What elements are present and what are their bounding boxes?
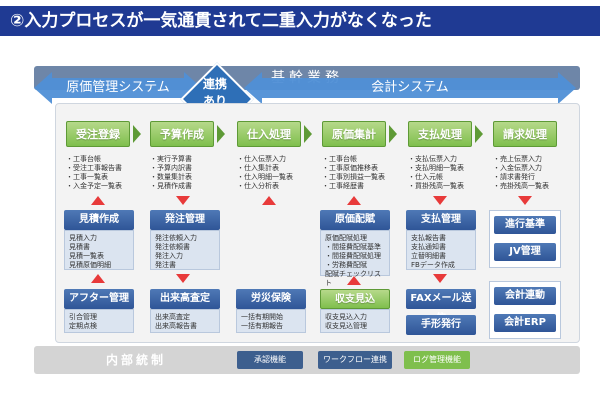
- flow-arrow-icon: [304, 125, 312, 143]
- module-cost-allocation-list: 原価配賦処理・間接費配賦基準・間接費配賦処理・労務費配賦配賦チェックリスト: [320, 230, 390, 287]
- module-labor-insurance-list: 一括有期開始一括有期報告: [236, 309, 306, 333]
- up-arrow-icon: [347, 196, 361, 205]
- process-payment: 支払処理: [408, 121, 472, 147]
- process-list: ・仕入伝票入力・仕入集計表・仕入明細一覧表・仕入分析表: [237, 155, 293, 190]
- module-profit-forecast-list: 収支見込入力収支見込管理: [320, 309, 390, 333]
- process-list: ・工事台帳・工事原価推移表・工事別損益一覧表・工事経歴書: [322, 155, 385, 190]
- module-accounting-erp: 会計ERP: [494, 314, 556, 332]
- process-billing: 請求処理: [493, 121, 557, 147]
- down-arrow-icon: [176, 196, 190, 205]
- process-budget: 予算作成: [150, 121, 214, 147]
- flow-arrow-icon: [389, 125, 397, 143]
- internal-control-bar: [34, 346, 580, 374]
- control-approval: 承認機能: [237, 351, 303, 369]
- module-estimate: 見積作成: [64, 210, 134, 230]
- flow-arrow-icon: [475, 125, 483, 143]
- module-cost-allocation: 原価配賦: [320, 210, 390, 230]
- up-arrow-icon: [347, 276, 361, 285]
- process-list: ・支払伝票入力・支払明細一覧表・仕入元帳・買掛残高一覧表: [408, 155, 464, 190]
- process-purchase: 仕入処理: [237, 121, 301, 147]
- module-profit-forecast: 収支見込: [320, 289, 390, 309]
- module-jv: JV管理: [494, 243, 556, 261]
- system-arrows: [34, 72, 576, 104]
- left-arrow-label: 原価管理システム: [66, 80, 170, 95]
- module-order: 発注管理: [150, 210, 220, 230]
- flow-arrow-icon: [133, 125, 141, 143]
- control-log: ログ管理機能: [404, 351, 470, 369]
- down-arrow-icon: [176, 274, 190, 283]
- module-labor-insurance: 労災保険: [236, 289, 306, 309]
- module-accounting-link: 会計連動: [494, 287, 556, 305]
- right-arrow-label: 会計システム: [371, 80, 449, 95]
- process-list: ・実行予算書・予算内訳書・数量集計表・見積作成書: [150, 155, 192, 190]
- down-arrow-icon: [518, 196, 532, 205]
- up-arrow-icon: [91, 274, 105, 283]
- diamond-label-1: 連携: [202, 77, 227, 91]
- internal-control-label: 内部統制: [106, 353, 167, 367]
- module-estimate-list: 見積入力見積書見積一覧表見積原価明細: [64, 230, 134, 270]
- process-order-entry: 受注登録: [66, 121, 130, 147]
- module-progress-basis: 進行基準: [494, 216, 556, 234]
- process-cost-aggregation: 原価集計: [322, 121, 386, 147]
- page-title: ②入力プロセスが一気通貫されて二重入力がなくなった: [0, 6, 600, 36]
- up-arrow-icon: [91, 196, 105, 205]
- module-payment-management: 支払管理: [406, 210, 476, 230]
- down-arrow-icon: [433, 274, 447, 283]
- module-after-service: アフター管理: [64, 289, 134, 309]
- process-list: ・売上伝票入力・入金伝票入力・請求書発行・売掛残高一覧表: [493, 155, 549, 190]
- module-after-service-list: 引合管理定期点検: [64, 309, 134, 333]
- down-arrow-icon: [433, 196, 447, 205]
- module-progress-assessment-list: 出来高査定出来高報告書: [150, 309, 220, 333]
- up-arrow-icon: [262, 196, 276, 205]
- module-fax-mail: FAXメール送信: [406, 289, 476, 324]
- module-bill-issue: 手形発行: [406, 315, 476, 335]
- control-workflow: ワークフロー連携: [318, 351, 392, 369]
- process-list: ・工事台帳・受注工事報告書・工事一覧表・入金予定一覧表: [66, 155, 122, 190]
- module-progress-assessment: 出来高査定: [150, 289, 220, 309]
- module-order-list: 発注依頼入力発注依頼書発注入力発注書: [150, 230, 220, 270]
- flow-arrow-icon: [217, 125, 225, 143]
